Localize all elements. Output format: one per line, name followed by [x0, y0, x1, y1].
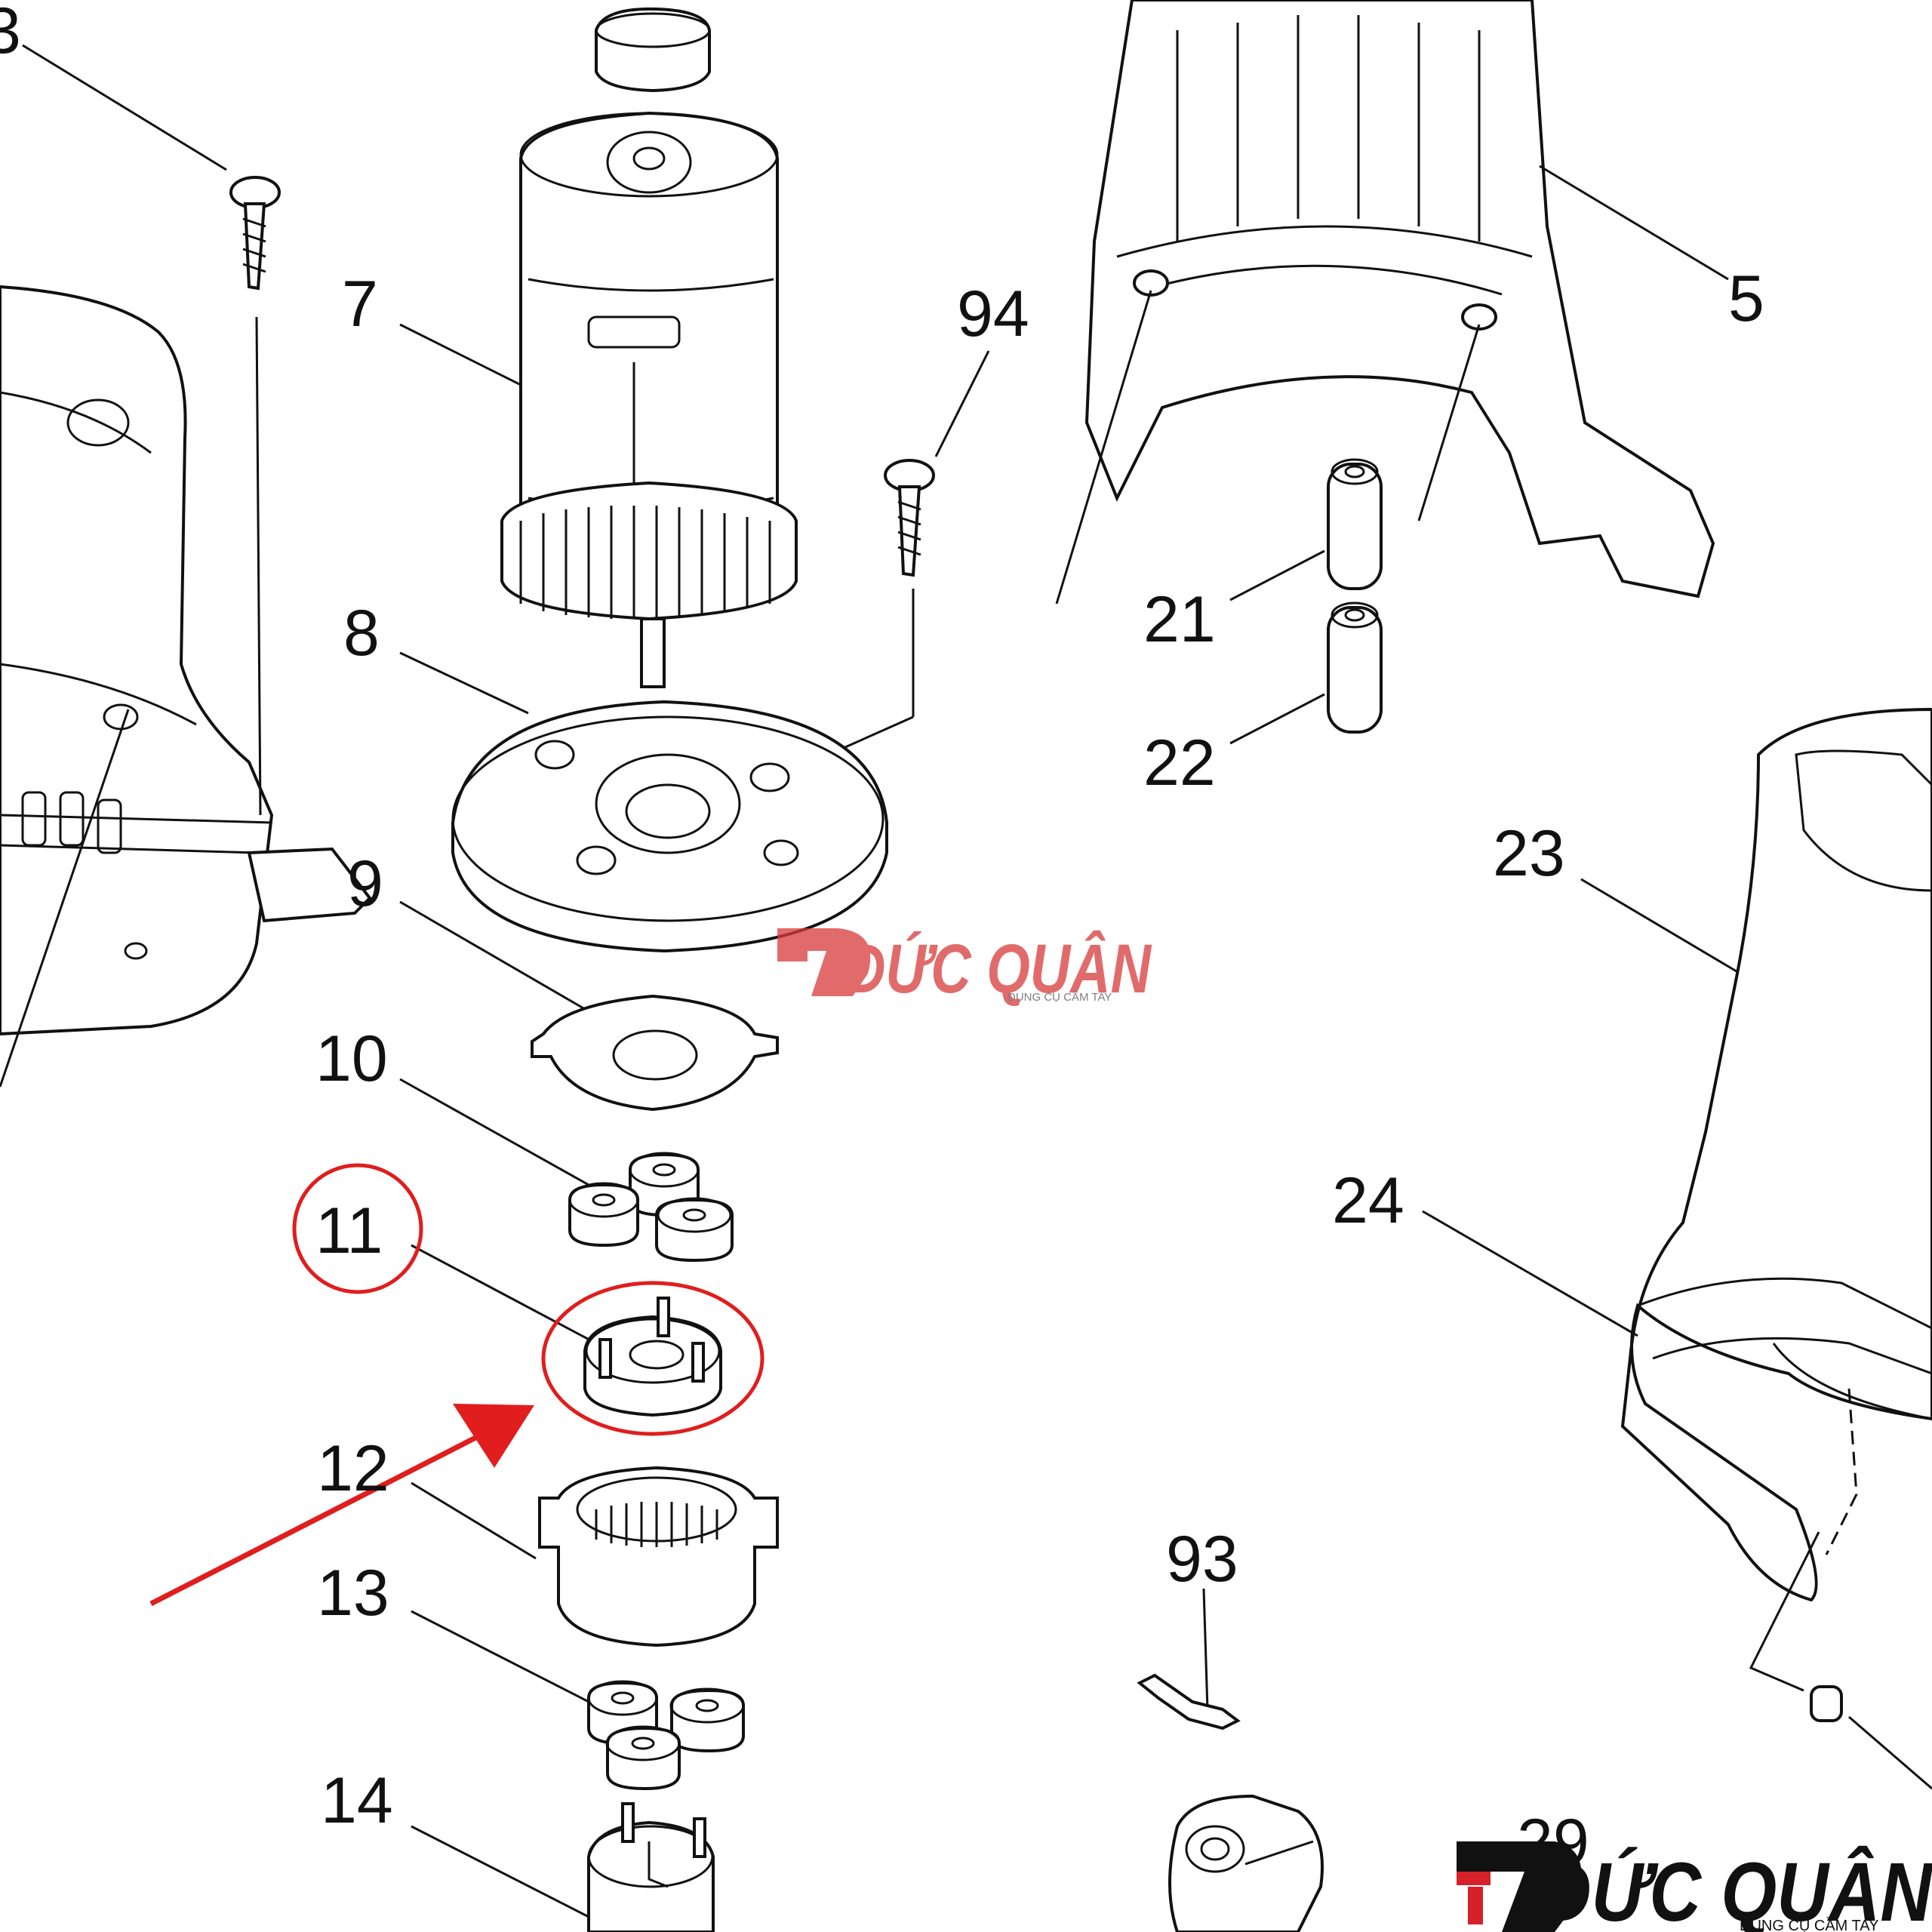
- part-ring-gear-12: [411, 1466, 779, 1647]
- part-housing-left: [0, 285, 372, 1088]
- part-clip-93: [1137, 1588, 1241, 1730]
- watermark-center: ĐỨC QUÂN DỤNG CỤ CẦM TAY: [777, 928, 1152, 1008]
- label-10: 10: [315, 1023, 388, 1095]
- label-8: 8: [343, 597, 380, 669]
- part-washer-9: [399, 900, 779, 1112]
- part-screw-3: [22, 44, 281, 291]
- label-24: 24: [1332, 1164, 1404, 1237]
- label-94: 94: [957, 278, 1029, 350]
- part-cap-top: [595, 7, 711, 93]
- label-11: 11: [315, 1195, 383, 1267]
- brand-logo-tagline: DỤNG CỤ CẦM TAY: [1740, 1917, 1878, 1932]
- brand-logo: ĐỨC QUÂN DỤNG CỤ CẦM TAY: [1457, 1841, 1932, 1932]
- part-motor-7: [399, 111, 798, 688]
- label-22: 22: [1143, 727, 1216, 799]
- watermark-center-tagline: DỤNG CỤ CẦM TAY: [1008, 991, 1112, 1004]
- part-pin-21: [1229, 458, 1383, 601]
- label-93: 93: [1166, 1523, 1238, 1595]
- label-7: 7: [342, 268, 378, 340]
- label-14: 14: [321, 1764, 393, 1837]
- label-13: 13: [317, 1557, 389, 1629]
- highlight-circle-label: [292, 1163, 423, 1294]
- part-carrier-14: [411, 1802, 715, 1932]
- label-23: 23: [1493, 817, 1565, 890]
- part-switch-29: [1168, 1794, 1324, 1932]
- part-handle-24: [1422, 707, 1932, 1790]
- part-pin-22: [1229, 601, 1383, 745]
- part-gears-13: [411, 1610, 745, 1791]
- part-bracket-8: [399, 651, 888, 953]
- part-screw-94: [777, 350, 990, 779]
- part-carrier-11: [411, 1244, 722, 1417]
- label-5: 5: [1728, 263, 1764, 335]
- brand-logo-name: ĐỨC QUÂN: [1540, 1846, 1932, 1932]
- label-9: 9: [347, 848, 383, 920]
- label-12: 12: [317, 1432, 389, 1505]
- label-21: 21: [1143, 583, 1216, 656]
- part-gears-10: [399, 1078, 734, 1263]
- part-housing-5: [1055, 0, 1729, 605]
- label-3: 3: [0, 0, 21, 67]
- watermark-center-brand: ĐỨC QUÂN: [845, 930, 1152, 1008]
- highlight-circle-part: [541, 1281, 764, 1436]
- highlight-arrow: [149, 1404, 534, 1607]
